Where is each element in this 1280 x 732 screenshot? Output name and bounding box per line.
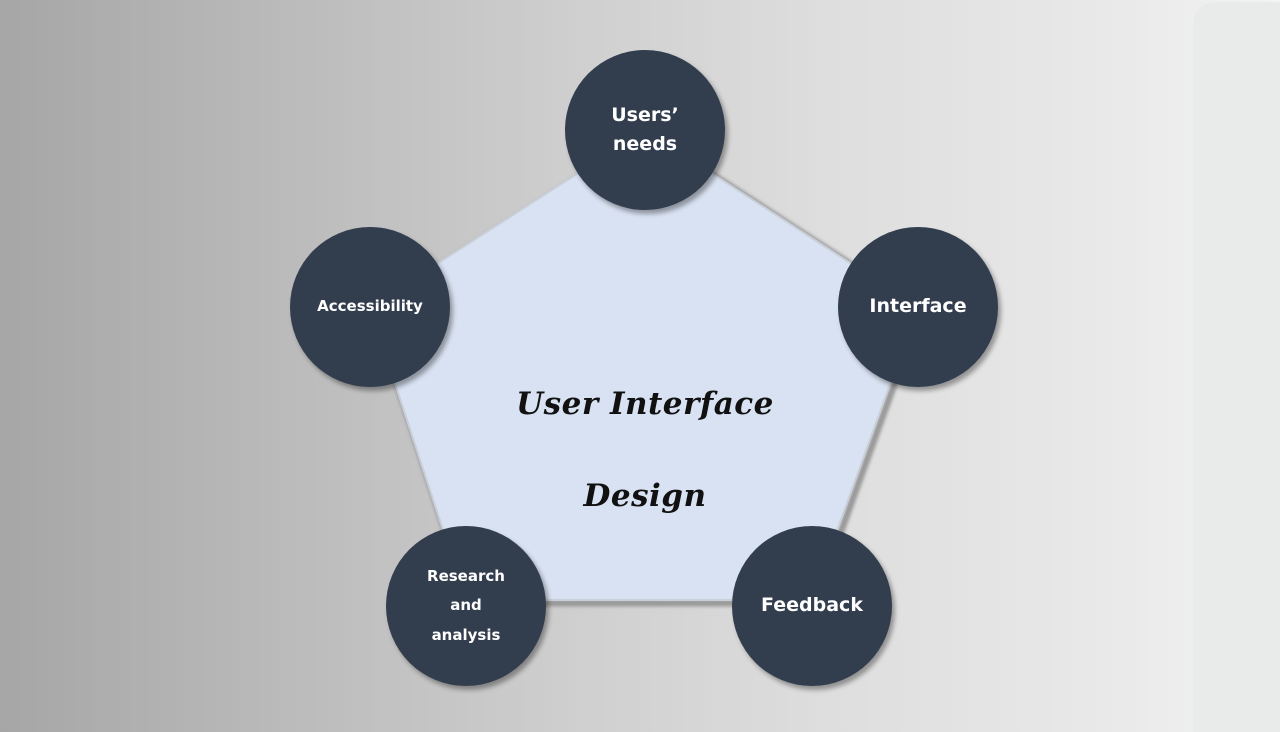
node-users-needs[interactable]: Users’ needs <box>565 50 725 210</box>
node-label-line: Interface <box>869 295 967 318</box>
diagram-title: User Interface Design <box>480 358 810 542</box>
node-label-line: Accessibility <box>317 297 423 316</box>
node-label-line: Research <box>427 567 505 586</box>
node-accessibility[interactable]: Accessibility <box>290 227 450 387</box>
title-line-2: Design <box>583 478 707 514</box>
node-label-line: needs <box>612 133 678 155</box>
node-feedback[interactable]: Feedback <box>732 526 892 686</box>
node-label-line: Feedback <box>761 594 863 617</box>
node-label-line: analysis <box>431 625 501 644</box>
node-interface[interactable]: Interface <box>838 227 998 387</box>
node-label-line: and <box>450 596 482 615</box>
right-side-panel <box>1193 2 1280 732</box>
title-line-1: User Interface <box>516 386 774 422</box>
node-research-and-analysis[interactable]: Research and analysis <box>386 526 546 686</box>
node-label-line: Users’ <box>611 103 679 126</box>
